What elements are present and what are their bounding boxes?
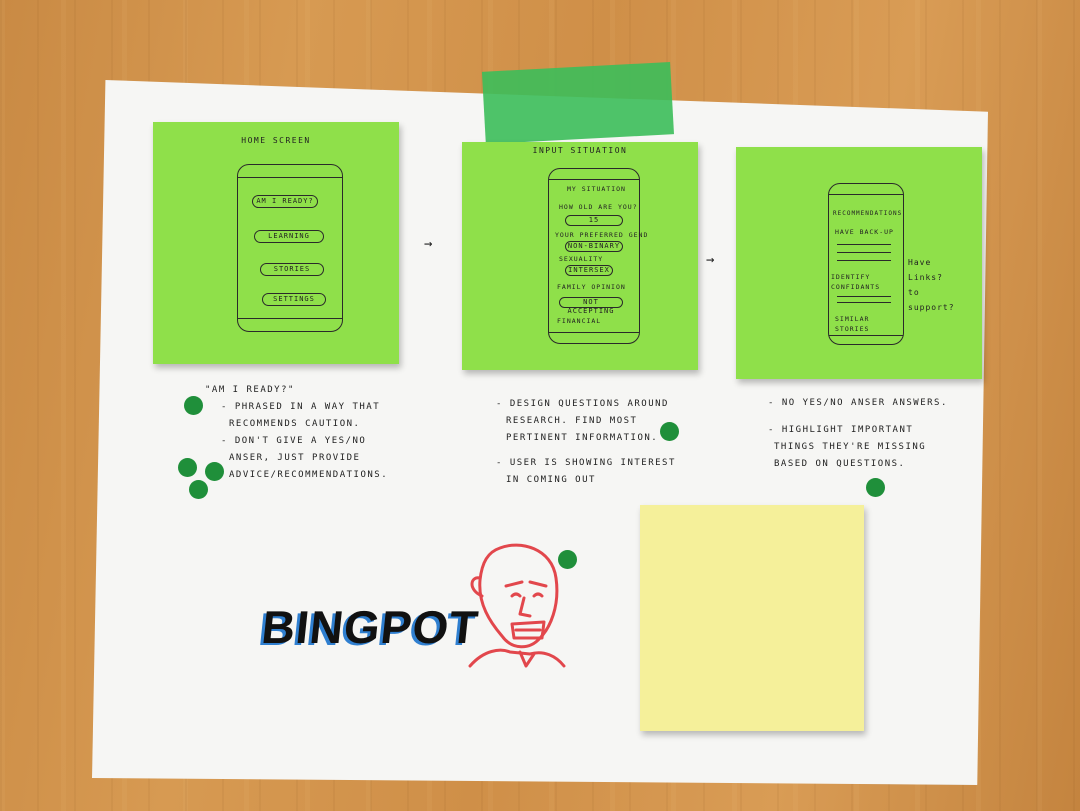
phone-sketch-recs: RECOMMENDATIONS HAVE BACK-UP IDENTIFY CO…	[828, 183, 904, 345]
bingpot-logo: BINGPOT	[259, 601, 482, 653]
arrow-1: →	[424, 236, 434, 252]
notes-right: - NO YES/NO ANSER ANSWERS. - HIGHLIGHT I…	[768, 395, 948, 473]
arrow-2: →	[706, 252, 716, 268]
note-line: - HIGHLIGHT IMPORTANT	[768, 425, 914, 435]
vote-dot	[558, 550, 577, 569]
red-face-drawing	[468, 543, 566, 668]
family-opinion-question: FAMILY OPINION	[557, 283, 626, 291]
phone-sketch-input: MY SITUATION HOW OLD ARE YOU? 15 YOUR PR…	[548, 168, 647, 344]
gender-question: YOUR PREFERRED GEND	[555, 231, 649, 239]
vote-dot	[205, 462, 224, 481]
family-answer-sketch: NOT ACCEPTING	[559, 297, 623, 315]
sticky-input-situation: INPUT SITUATION MY SITUATION HOW OLD ARE…	[462, 142, 698, 370]
note-line: - USER IS SHOWING INTEREST	[496, 458, 676, 468]
note-line: - DON'T GIVE A YES/NO	[221, 436, 367, 446]
am-i-ready-button-sketch: AM I READY?	[252, 195, 318, 208]
sticky-blank-yellow	[640, 505, 864, 731]
sticky-input-title: INPUT SITUATION	[532, 146, 628, 155]
side-note-line: Have	[908, 258, 932, 267]
back-up-section: HAVE BACK-UP	[835, 228, 894, 236]
vote-dot	[866, 478, 885, 497]
note-line: PERTINENT INFORMATION.	[506, 433, 659, 443]
green-tape	[481, 62, 674, 144]
financial-question: FINANCIAL	[557, 317, 602, 325]
vote-dot	[184, 396, 203, 415]
note-line: RESEARCH. FIND MOST	[506, 416, 638, 426]
age-question: HOW OLD ARE YOU?	[559, 203, 638, 211]
side-note-line: support?	[908, 303, 955, 312]
phone-sketch-home: AM I READY? LEARNING STORIES SETTINGS	[237, 164, 343, 332]
notes-left: "AM I READY?" - PHRASED IN A WAY THAT RE…	[205, 382, 388, 484]
side-note-line: Links?	[908, 273, 943, 282]
note-line: - NO YES/NO ANSER ANSWERS.	[768, 398, 948, 408]
note-heading: "AM I READY?"	[205, 385, 295, 395]
gender-answer-sketch: NON-BINARY	[565, 241, 623, 252]
note-line: IN COMING OUT	[506, 475, 596, 485]
side-note: Have Links? to support?	[908, 255, 955, 315]
confidants-section: IDENTIFY CONFIDANTS	[831, 273, 881, 291]
sticky-recommendations: RECOMMENDATIONS HAVE BACK-UP IDENTIFY CO…	[736, 147, 982, 379]
note-line: - DESIGN QUESTIONS AROUND	[496, 399, 669, 409]
learning-button-sketch: LEARNING	[254, 230, 324, 243]
side-note-line: to	[908, 288, 920, 297]
note-line: - PHRASED IN A WAY THAT	[221, 402, 381, 412]
sexuality-answer-sketch: INTERSEX	[565, 265, 613, 276]
vote-dot	[189, 480, 208, 499]
note-line: THINGS THEY'RE MISSING	[774, 442, 927, 452]
note-line: BASED ON QUESTIONS.	[774, 459, 906, 469]
vote-dot	[660, 422, 679, 441]
vote-dot	[178, 458, 197, 477]
age-field-sketch: 15	[565, 215, 623, 226]
my-situation-label: MY SITUATION	[567, 185, 626, 193]
stories-button-sketch: STORIES	[260, 263, 324, 276]
settings-button-sketch: SETTINGS	[262, 293, 326, 306]
note-line: ADVICE/RECOMMENDATIONS.	[229, 470, 389, 480]
stories-section: SIMILAR STORIES	[835, 315, 870, 333]
note-line: ANSER, JUST PROVIDE	[229, 453, 361, 463]
recs-header: RECOMMENDATIONS	[833, 210, 903, 217]
sticky-home-screen: HOME SCREEN AM I READY? LEARNING STORIES…	[153, 122, 399, 364]
notes-middle: - DESIGN QUESTIONS AROUND RESEARCH. FIND…	[496, 396, 676, 489]
sexuality-question: SEXUALITY	[559, 255, 604, 263]
sticky-home-title: HOME SCREEN	[241, 136, 311, 145]
note-line: RECOMMENDS CAUTION.	[229, 419, 361, 429]
